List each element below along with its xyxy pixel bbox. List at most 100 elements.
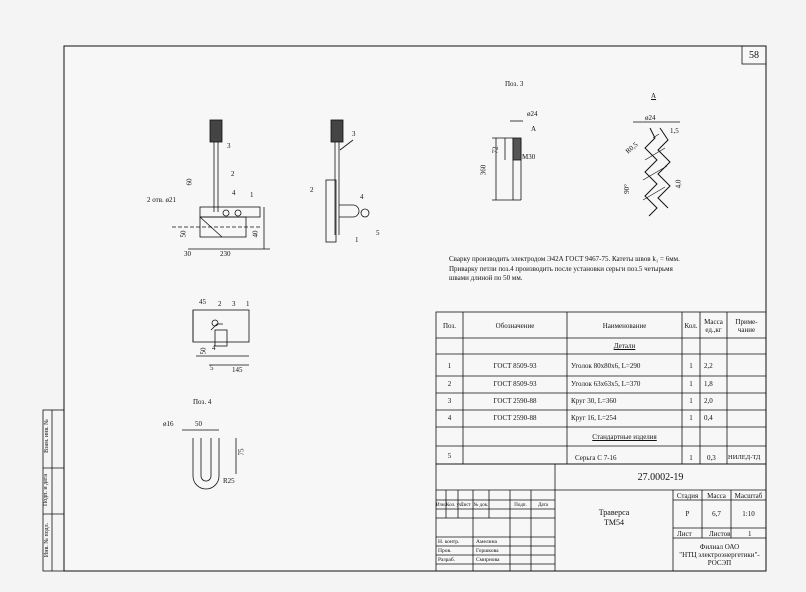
spec-row-5-qty: 1 (689, 454, 693, 462)
org-line-1: Филиал ОАО (699, 543, 740, 551)
dim-60: 60 (185, 178, 194, 186)
callout-5-side: 5 (376, 229, 380, 237)
callout-5-plan: 5 (210, 364, 214, 372)
signer-role-2: Пров. (438, 548, 452, 554)
spec-row-3-pos: 3 (447, 397, 452, 405)
dim-pos3-thread: М30 (522, 153, 536, 161)
spec-row-2-designation: ГОСТ 8509-93 (493, 380, 537, 388)
change-col-list: Лист (460, 503, 471, 508)
spec-row-1-name: Уголок 80х80х6, L=290 (571, 362, 641, 370)
spec-row-1-mass: 2,2 (704, 362, 713, 370)
spec-header-mass: Масса ед.,кг (704, 318, 723, 334)
sheet-label: Лист (677, 530, 692, 538)
stage-header: Стадия (676, 492, 699, 500)
side-stamp-inventory: Инв. № подл. (44, 522, 51, 558)
spec-row-3-qty: 1 (689, 397, 693, 405)
dim-a-angle: 90° (622, 184, 631, 194)
change-col-kol: Кол. уч. (446, 503, 463, 508)
page-number: 58 (749, 50, 759, 61)
pos3-drawing (492, 120, 523, 201)
signer-name-1: Амелина (476, 539, 497, 545)
side-stamp-replace: Взам. инв. № (43, 419, 50, 453)
callout-1-side: 1 (355, 236, 359, 244)
note-line-3: швами длиной по 50 мм. (449, 274, 523, 282)
spec-row-1-designation: ГОСТ 8509-93 (493, 362, 537, 370)
org-line-2: "НТЦ электроэнергетики"- (679, 551, 760, 559)
scale-header: Масштаб (734, 492, 763, 500)
change-col-date: Дата (538, 503, 548, 508)
view-a-title: А (651, 92, 657, 100)
assembly-plan-view (192, 309, 250, 366)
signer-name-3: Смирнова (476, 557, 500, 563)
callout-2-side: 2 (310, 186, 314, 194)
callout-3-side: 3 (352, 130, 356, 138)
spec-row-1-qty: 1 (689, 362, 693, 370)
dim-holes: 2 отв. ø21 (147, 196, 177, 204)
dim-45: 45 (199, 298, 206, 306)
dim-145: 145 (232, 366, 243, 374)
assembly-front-view (172, 119, 270, 250)
spec-row-3-designation: ГОСТ 2590-88 (493, 397, 537, 405)
spec-section-standard: Стандартные изделия (592, 433, 657, 441)
dim-pos4-dia: ø16 (163, 420, 174, 428)
signer-role-1: Н. контр. (438, 539, 460, 545)
callout-4-side: 4 (360, 193, 364, 201)
dim-pos4-50: 50 (195, 420, 202, 428)
pos4-title: Поз. 4 (193, 398, 212, 406)
change-col-izm: Изм. (436, 503, 446, 508)
spec-row-2-pos: 2 (447, 380, 452, 388)
dim-50: 50 (179, 230, 188, 238)
spec-row-4-mass: 0,4 (704, 414, 713, 422)
sheets-count: 1 (748, 530, 752, 538)
spec-row-5-name: Серьга С 7-16 (575, 454, 617, 462)
dim-50-plan: 50 (199, 347, 208, 355)
spec-header-designation: Обозначение (495, 322, 535, 330)
dim-a-dia: ø24 (645, 114, 656, 122)
spec-row-3-name: Круг 30, L=360 (571, 397, 617, 405)
callout-4-plan: 4 (212, 344, 216, 352)
spec-row-4-designation: ГОСТ 2590-88 (493, 414, 537, 422)
spec-row-1-pos: 1 (447, 362, 452, 370)
dim-30: 30 (184, 250, 191, 258)
dim-pos3-360: 360 (479, 164, 488, 176)
callout-3-main: 3 (227, 142, 231, 150)
spec-header-qty: Кол. (684, 322, 698, 330)
callout-2-plan: 2 (218, 300, 222, 308)
side-stamp-sign: Подп. и дата (43, 473, 50, 507)
sheets-label: Листов (709, 530, 731, 538)
spec-row-2-mass: 1,8 (704, 380, 713, 388)
drawing-title-1: Траверса (598, 508, 630, 517)
note-line-2: Приварку петли поз.4 производить после у… (449, 265, 673, 273)
dim-pos4-r: R25 (223, 477, 235, 485)
view-a-detail (633, 121, 680, 217)
signer-role-3: Разраб. (438, 557, 456, 563)
change-col-doc: № док. (473, 503, 489, 508)
scale-value: 1:10 (742, 510, 755, 518)
callout-2-main: 2 (231, 170, 235, 178)
spec-header-name: Наименование (602, 322, 647, 330)
callout-1-plan: 1 (246, 300, 250, 308)
dim-40: 40 (251, 230, 260, 238)
org-line-3: РОСЭП (707, 559, 732, 567)
side-stamp-frame (42, 409, 65, 572)
spec-row-5-mass: 0,3 (707, 454, 716, 462)
spec-row-4-pos: 4 (447, 414, 452, 422)
dim-pos4-75: 75 (237, 448, 246, 456)
spec-header-pos: Поз. (442, 322, 457, 330)
dim-pos3-a: А (531, 125, 537, 133)
mass-header: Масса (707, 492, 726, 500)
callout-4-main: 4 (232, 189, 236, 197)
callout-1-main: 1 (250, 191, 254, 199)
spec-row-5-pos: 5 (447, 452, 452, 460)
spec-row-5-note: НИЛЕД-ТД (728, 454, 761, 461)
spec-table-grid (435, 311, 767, 465)
stage-value: Р (685, 510, 690, 518)
spec-row-2-name: Уголок 63х63х5, L=370 (571, 380, 641, 388)
spec-row-2-qty: 1 (689, 380, 693, 388)
callout-3-plan: 3 (232, 300, 236, 308)
dim-a-4: 4,0 (674, 179, 683, 189)
pos3-title: Поз. 3 (505, 80, 524, 88)
spec-row-4-qty: 1 (689, 414, 693, 422)
